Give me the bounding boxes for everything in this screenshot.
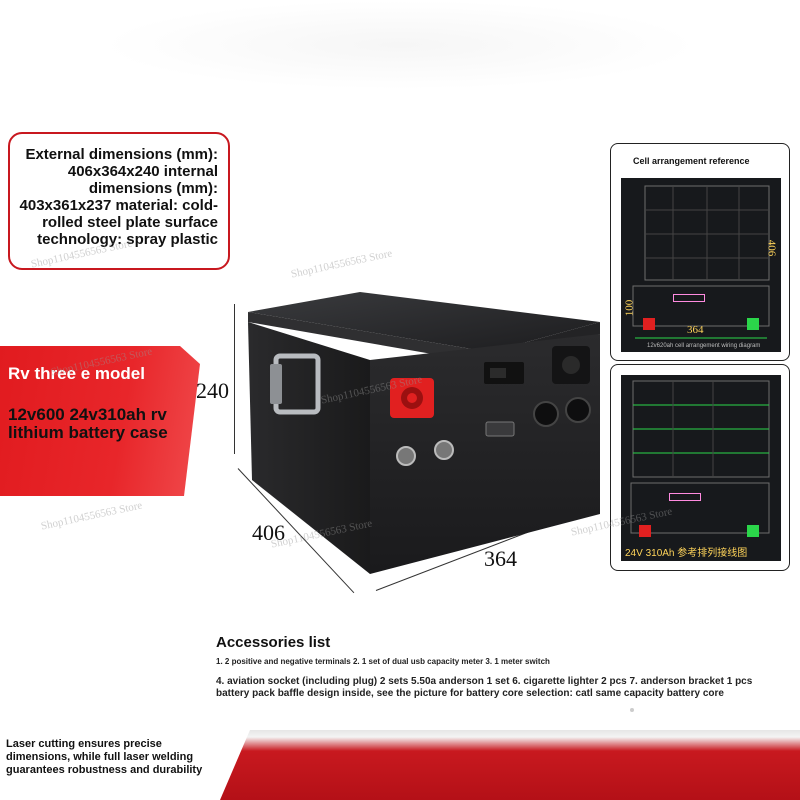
accessories-line-2: 4. aviation socket (including plug) 2 se… bbox=[216, 676, 753, 699]
battery-case-image bbox=[240, 290, 610, 580]
diagram-bottom-label: 364 bbox=[687, 324, 704, 336]
diagram-baffle-label bbox=[673, 294, 705, 302]
diagram-bottom-caption: 24V 310Ah 参考排列接线图 bbox=[625, 548, 748, 559]
negative-terminal-icon bbox=[747, 525, 759, 537]
spec-text: External dimensions (mm): 406x364x240 in… bbox=[19, 146, 218, 248]
model-ribbon bbox=[0, 346, 200, 496]
dimension-height-label: 240 bbox=[196, 378, 229, 403]
positive-terminal-icon bbox=[643, 318, 655, 330]
laser-cutting-text: Laser cutting ensures precise dimensions… bbox=[6, 738, 203, 776]
meter-switch-icon bbox=[485, 421, 515, 437]
diagram-top-board: 406 100 364 12v620ah cell arrangement wi… bbox=[621, 178, 781, 352]
model-description: 12v600 24v310ah rv lithium battery case bbox=[8, 405, 168, 442]
cigarette-lighter-icon bbox=[565, 397, 591, 423]
positive-terminal-icon bbox=[639, 525, 651, 537]
diagram-baffle-label bbox=[669, 493, 701, 501]
bottom-banner-white bbox=[0, 730, 250, 800]
dimension-line-height bbox=[234, 304, 235, 454]
cell-arrangement-diagram-top: Cell arrangement reference 406 100 364 1… bbox=[610, 143, 790, 361]
diagram-side-label: 406 bbox=[764, 239, 777, 257]
accessories-line-1: 1. 2 positive and negative terminals 2. … bbox=[216, 657, 550, 666]
dimension-width-label: 364 bbox=[484, 546, 517, 571]
cell-arrangement-diagram-bottom: 24V 310Ah 参考排列接线图 bbox=[610, 364, 790, 571]
aviation-socket-icon bbox=[434, 440, 454, 460]
negative-terminal-icon bbox=[747, 318, 759, 330]
decorative-dot bbox=[630, 708, 634, 712]
cigarette-lighter-icon bbox=[533, 401, 559, 427]
case-top bbox=[248, 292, 600, 352]
dimension-depth-label: 406 bbox=[252, 520, 285, 545]
diagram-title: Cell arrangement reference bbox=[633, 156, 750, 166]
watermark: Shop1104556563 Store bbox=[289, 247, 394, 281]
diagram-left-label: 100 bbox=[623, 299, 636, 317]
aviation-socket-icon bbox=[396, 446, 416, 466]
diagram-bottom-board: 24V 310Ah 参考排列接线图 bbox=[621, 375, 781, 561]
watermark: Shop1104556563 Store bbox=[39, 499, 144, 533]
diagram-caption: 12v620ah cell arrangement wiring diagram bbox=[647, 343, 761, 349]
model-title: Rv three e model bbox=[8, 364, 145, 383]
accessories-title: Accessories list bbox=[216, 634, 331, 651]
spec-box: External dimensions (mm): 406x364x240 in… bbox=[8, 132, 230, 270]
top-background bbox=[100, 0, 700, 90]
case-lid-rim bbox=[248, 312, 490, 364]
